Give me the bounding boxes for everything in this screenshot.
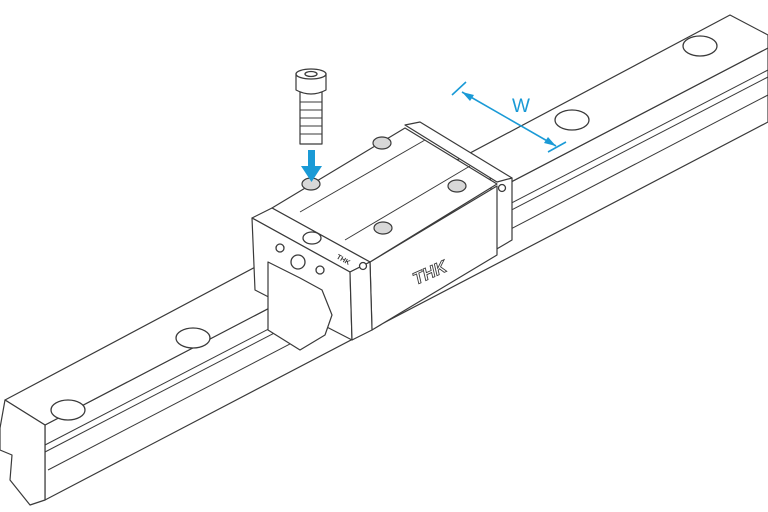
cap-screw-bolt [295,68,327,145]
rail-end-face [0,399,46,506]
tapped-hole [372,136,392,150]
width-dimension: W [451,81,567,153]
rail-mounting-hole [554,109,590,131]
rail-mounting-hole [175,327,211,349]
tapped-hole [373,221,393,235]
rail-mounting-hole [682,35,718,57]
guide-block: THK THK [251,121,513,351]
end-cap-screw [275,243,285,253]
dimension-label-w: W [512,96,530,117]
insert-arrow [301,150,322,182]
tapped-hole [447,179,467,193]
rail-mounting-hole [50,399,86,421]
rail-cutout [267,261,333,351]
hex-socket [304,70,318,78]
end-cap-screw [315,265,325,275]
grease-nipple [290,254,306,270]
